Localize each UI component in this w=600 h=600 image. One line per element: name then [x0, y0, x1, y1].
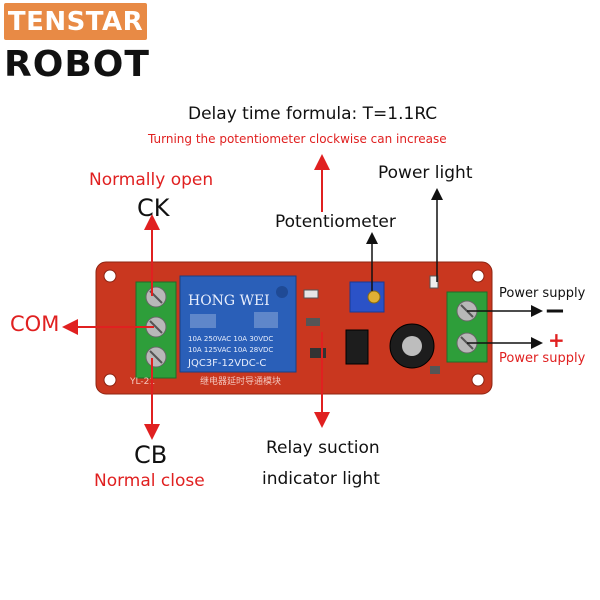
brand-bottom-text: ROBOT: [4, 44, 150, 85]
com-label: COM: [10, 312, 60, 336]
right-terminal-block: [446, 291, 488, 363]
relay-rating-2: 10A 125VAC 10A 28VDC: [188, 346, 273, 354]
plus-sign: +: [548, 328, 565, 352]
relay-model: JQC3F-12VDC-C: [187, 358, 266, 369]
relay: HONG WEI 10A 250VAC 10A 30VDC 10A 125VAC…: [179, 275, 297, 373]
formula-note: Turning the potentiometer clockwise can …: [148, 132, 447, 146]
power-light-label: Power light: [378, 163, 473, 183]
board-chinese: 继电器延时导通模块: [200, 375, 281, 387]
relay-indicator-line2: indicator light: [262, 469, 380, 489]
relay-brand: HONG WEI: [188, 293, 270, 309]
minus-sign: −: [544, 296, 566, 326]
power-supply-minus-label: Power supply: [499, 286, 586, 301]
formula-title: Delay time formula: T=1.1RC: [188, 104, 438, 124]
cb-label: CB: [134, 441, 168, 469]
normally-open-label: Normally open: [89, 170, 214, 190]
normal-close-label: Normal close: [94, 471, 205, 491]
brand-top-text: TENSTAR: [7, 6, 144, 37]
ic-chip: [345, 329, 369, 365]
board-model: YL-21: [129, 377, 155, 387]
ck-label: CK: [137, 194, 170, 222]
potentiometer-label: Potentiometer: [275, 212, 396, 232]
relay-rating-1: 10A 250VAC 10A 30VDC: [188, 335, 273, 343]
brand-badge: TENSTAR: [4, 3, 147, 40]
left-terminal-block: [135, 281, 177, 379]
relay-indicator-line1: Relay suction: [266, 438, 380, 458]
power-supply-plus-label: Power supply: [499, 351, 586, 366]
